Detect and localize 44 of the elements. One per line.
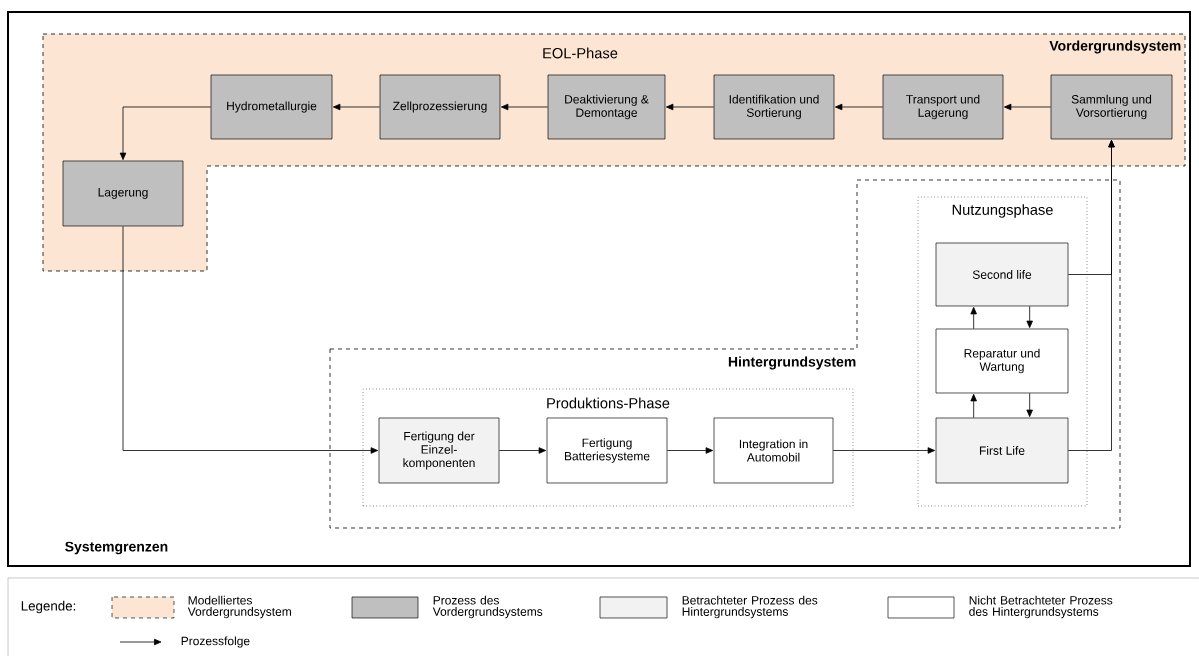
process-box: First Life	[935, 417, 1069, 484]
process-box: Identifikation und Sortierung	[713, 74, 835, 140]
system-boundary-frame	[7, 11, 1191, 567]
legend-title: Legende:	[21, 600, 76, 614]
arrow	[970, 393, 977, 419]
phase-frame	[917, 196, 1088, 507]
arrow	[333, 103, 381, 111]
arrow	[666, 447, 714, 454]
legend-text: Betrachteter Prozess des Hintergrundsystems	[682, 595, 818, 619]
system-label: Hintergrundsystem	[728, 356, 856, 370]
process-box: Integration in Automobil	[713, 417, 834, 484]
legend-text: Prozessfolge	[181, 636, 250, 648]
arrow	[498, 447, 547, 454]
legend-text: Modelliertes Vordergrundsystem	[187, 595, 291, 619]
system-label: Vordergrundsystem	[1049, 40, 1181, 54]
boundary-label: Systemgrenzen	[65, 541, 168, 555]
background-system-area	[329, 179, 1121, 529]
arrow	[501, 103, 549, 111]
process-box: Hydrometallurgie	[210, 74, 333, 140]
process-box: Fertigung Batteriesysteme	[546, 417, 668, 484]
arrow	[666, 103, 715, 111]
process-box: Deaktivierung & Demontage	[547, 74, 666, 140]
legend-text: Prozess des Vordergrundsystems	[432, 595, 543, 619]
process-box: Lagerung	[62, 160, 184, 227]
arrow	[122, 225, 379, 454]
process-box: Reparatur und Wartung	[935, 328, 1069, 394]
legend-text: Nicht Betrachteter Prozess des Hintergrundsystems	[969, 595, 1113, 619]
phase-frame	[362, 388, 854, 507]
phase-title: Nutzungsphase	[952, 204, 1053, 218]
phase-title: EOL-Phase	[543, 47, 618, 59]
arrow	[1004, 103, 1052, 111]
phase-title: Produktions-Phase	[547, 397, 670, 409]
arrow	[1026, 392, 1033, 417]
arrow	[1026, 305, 1033, 328]
arrow	[1067, 139, 1115, 451]
arrow	[970, 306, 977, 330]
process-box: Second life	[935, 242, 1069, 307]
process-box: Transport und Lagerung	[882, 74, 1004, 140]
arrow	[832, 447, 936, 454]
process-box: Sammlung und Vorsortierung	[1050, 74, 1173, 140]
arrow	[835, 103, 884, 111]
process-box: Zellprozessierung	[379, 74, 501, 140]
arrow	[119, 106, 212, 160]
process-box: Fertigung der Einzel-komponenten	[378, 417, 500, 484]
